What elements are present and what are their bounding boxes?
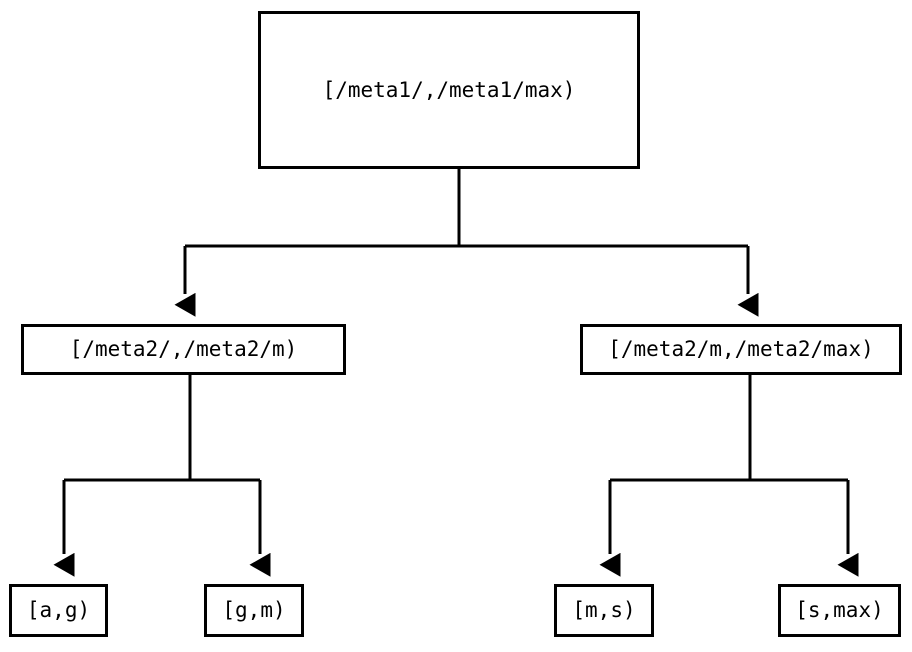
- tree-node-leaf-a-g[interactable]: [a,g): [9, 584, 108, 637]
- tree-node-leaf-s-max[interactable]: [s,max): [778, 584, 901, 637]
- tree-node-root[interactable]: [/meta1/,/meta1/max): [258, 11, 640, 169]
- tree-node-leaf-m-s[interactable]: [m,s): [554, 584, 654, 637]
- tree-node-mid-right[interactable]: [/meta2/m,/meta2/max): [580, 324, 902, 375]
- tree-node-mid-left[interactable]: [/meta2/,/meta2/m): [21, 324, 346, 375]
- tree-node-leaf-g-m[interactable]: [g,m): [204, 584, 304, 637]
